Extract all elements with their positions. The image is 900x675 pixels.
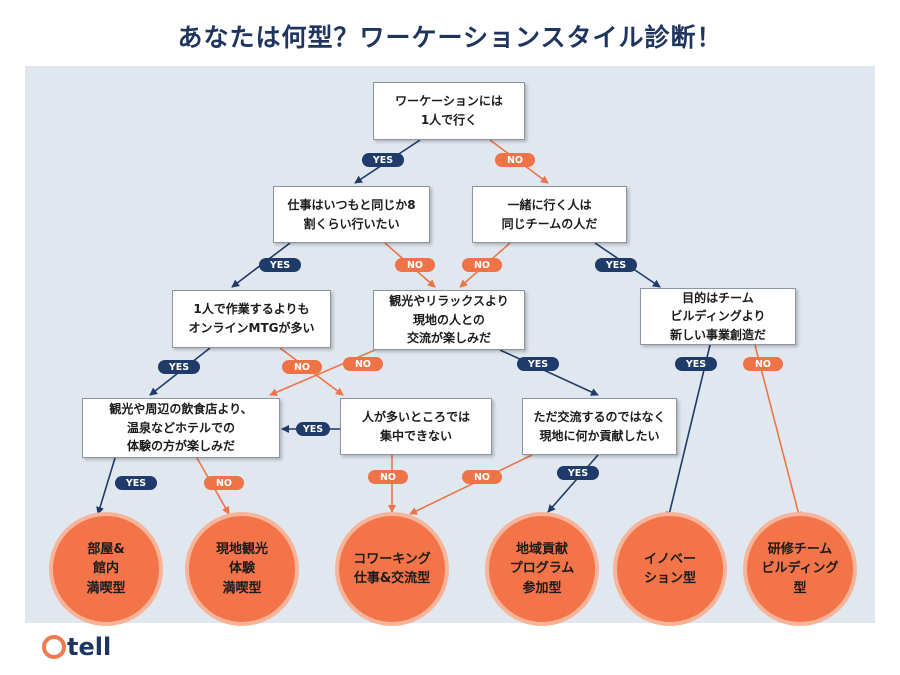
yes-tag: YES xyxy=(158,360,200,374)
no-tag: NO xyxy=(343,357,383,371)
arrow-q7-yes xyxy=(96,457,116,515)
question-box-7: 観光や周辺の飲食店より、 温泉などホテルでの 体験の方が楽しみだ xyxy=(82,398,280,458)
question-box-5: 観光やリラックスより 現地の人との 交流が楽しみだ xyxy=(373,290,525,350)
result-circle-2: 現地観光 体験 満喫型 xyxy=(185,512,299,626)
yes-tag: YES xyxy=(675,357,717,371)
no-tag: NO xyxy=(743,357,783,371)
question-box-2: 仕事はいつもと同じか8 割くらい行いたい xyxy=(273,186,430,243)
question-box-3: 一緒に行く人は 同じチームの人だ xyxy=(472,186,627,243)
page-title: あなたは何型？ワーケーションスタイル診断！ xyxy=(177,23,723,52)
no-tag: NO xyxy=(462,470,502,484)
question-box-1: ワーケーションには 1人で行く xyxy=(373,82,525,140)
arrow-q6-yes xyxy=(665,344,711,520)
yes-tag: YES xyxy=(595,258,637,272)
result-circle-6: 研修チーム ビルディング 型 xyxy=(743,512,857,626)
arrow-q9-no xyxy=(409,454,533,515)
otell-logo: tell xyxy=(42,632,111,662)
yes-tag: YES xyxy=(259,258,301,272)
no-tag: NO xyxy=(368,470,408,484)
logo-text: tell xyxy=(67,633,112,661)
question-box-9: ただ交流するのではなく 現地に何か貢献したい xyxy=(522,398,677,455)
yes-tag: YES xyxy=(557,466,599,480)
no-tag: NO xyxy=(462,258,502,272)
yes-tag: YES xyxy=(296,422,330,436)
arrow-q9-yes xyxy=(547,454,599,513)
yes-tag: YES xyxy=(115,476,157,490)
logo-ring-icon xyxy=(42,635,66,659)
result-circle-3: コワーキング 仕事&交流型 xyxy=(335,512,449,626)
question-box-4: 1人で作業するよりも オンラインMTGが多い xyxy=(172,290,331,348)
question-box-8: 人が多いところでは 集中できない xyxy=(340,398,492,455)
result-circle-4: 地域貢献 プログラム 参加型 xyxy=(485,512,599,626)
no-tag: NO xyxy=(395,258,435,272)
result-circle-5: イノベー ション型 xyxy=(613,512,727,626)
question-box-6: 目的はチーム ビルディングより 新しい事業創造だ xyxy=(640,288,796,345)
yes-tag: YES xyxy=(517,357,559,371)
result-circle-1: 部屋& 館内 満喫型 xyxy=(49,512,163,626)
no-tag: NO xyxy=(282,360,322,374)
arrow-q5-yes xyxy=(499,349,599,396)
no-tag: NO xyxy=(204,476,244,490)
no-tag: NO xyxy=(495,153,535,167)
arrow-q6-no xyxy=(754,344,803,520)
yes-tag: YES xyxy=(362,153,404,167)
